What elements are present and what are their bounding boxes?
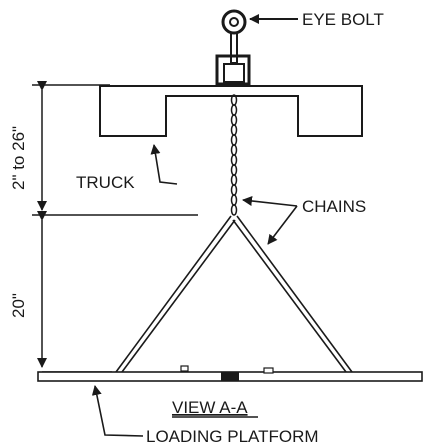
chains-label: CHAINS: [302, 197, 366, 216]
lower-dimension-label: 20": [9, 293, 28, 318]
eye-bolt: [215, 9, 251, 86]
loading-platform-label: LOADING PLATFORM: [146, 427, 319, 446]
dimension-lines: [32, 81, 198, 373]
chains-leader-1: [242, 196, 298, 207]
view-label: VIEW A-A: [172, 398, 248, 417]
chains-leader-2: [267, 205, 298, 245]
sling-legs: [115, 215, 353, 373]
platform-center-block: [221, 372, 239, 381]
chain: [230, 94, 238, 216]
truck-label: TRUCK: [76, 173, 135, 192]
platform-leader: [91, 385, 144, 437]
eye-bolt-label: EYE BOLT: [302, 10, 384, 29]
truck-outline: [99, 85, 363, 137]
truck-leader: [150, 144, 178, 185]
platform-tab-left: [180, 365, 189, 372]
platform-tab-right: [263, 367, 274, 374]
upper-dimension-label: 2" to 26": [9, 126, 28, 190]
